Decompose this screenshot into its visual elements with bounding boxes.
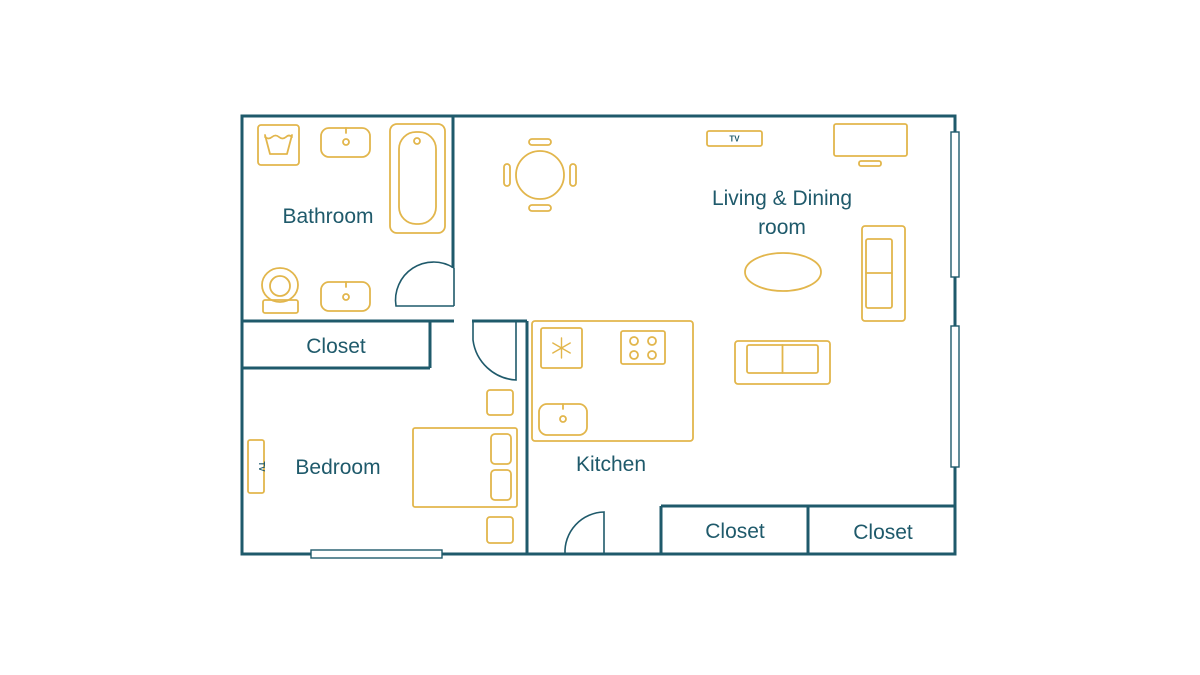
- laundry-basket-icon: [257, 124, 300, 166]
- cooktop-icon: [620, 330, 666, 365]
- nightstand-icon: [486, 516, 514, 544]
- living-room-label-line2: room: [758, 216, 806, 239]
- bedroom-label: Bedroom: [295, 456, 380, 479]
- coffee-table-icon: [744, 252, 822, 292]
- snowflake-icon: [540, 327, 583, 369]
- kitchen-furniture: [531, 320, 694, 442]
- closet-bottom-right-label: Closet: [853, 521, 913, 544]
- nightstand-icon: [486, 389, 514, 416]
- bedroom-door[interactable]: [472, 320, 526, 381]
- dining-table-icon: [503, 138, 577, 212]
- sink-icon: [538, 403, 588, 436]
- tv-icon: TV: [706, 130, 763, 147]
- living-tv-label: TV: [729, 135, 740, 144]
- closet-top-label: Closet: [306, 335, 366, 358]
- kitchen-counter: [531, 320, 694, 442]
- window-living-upper: [950, 131, 960, 278]
- bedroom-tv-label: TV: [257, 461, 266, 472]
- closet-bottom-left-label: Closet: [705, 520, 765, 543]
- room-labels: Bathroom Living & Dining room Closet Bed…: [282, 187, 912, 544]
- living-room-label-line1: Living & Dining: [712, 187, 852, 210]
- desk-icon: [833, 123, 908, 167]
- bed-icon: [412, 427, 518, 508]
- toilet-icon: [261, 267, 299, 314]
- armchair-sofa-icon: [861, 225, 906, 322]
- sofa-icon: [734, 340, 831, 385]
- bathroom-label: Bathroom: [282, 205, 373, 228]
- living-dining-furniture: TV: [503, 123, 908, 385]
- bathroom-door[interactable]: [394, 261, 455, 307]
- windows: [310, 131, 960, 559]
- bedroom-furniture: TV: [247, 389, 518, 544]
- bathroom-fixtures: [257, 123, 446, 314]
- doors: [394, 261, 605, 555]
- window-bedroom: [310, 549, 443, 559]
- sink-icon: [320, 127, 371, 158]
- bathtub-icon: [389, 123, 446, 234]
- sink-icon: [320, 281, 371, 312]
- entrance-door[interactable]: [564, 511, 605, 555]
- window-living-lower: [950, 325, 960, 468]
- tv-icon: TV: [247, 439, 266, 494]
- kitchen-label: Kitchen: [576, 453, 646, 476]
